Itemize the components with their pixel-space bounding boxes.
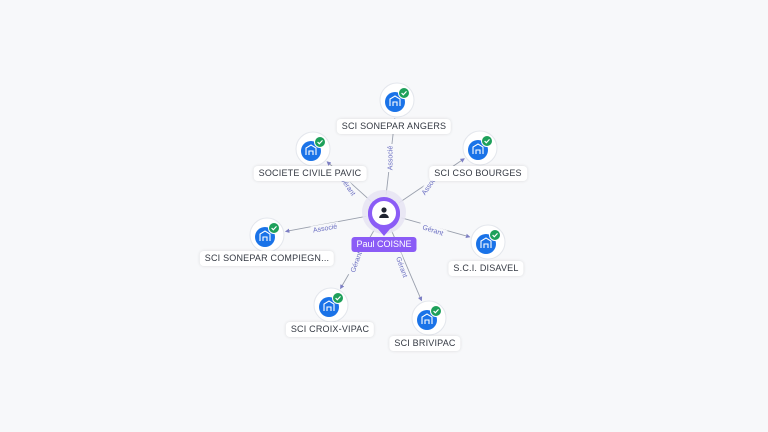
verified-check-icon — [430, 305, 442, 317]
person-icon — [379, 207, 389, 218]
relation-label: Gérant — [421, 224, 444, 237]
company-label[interactable]: SCI SONEPAR ANGERS — [336, 119, 452, 134]
relation-label: Associé — [312, 223, 337, 234]
verified-check-icon — [398, 87, 410, 99]
building-icon — [305, 144, 317, 155]
building-icon — [480, 237, 492, 248]
company-node[interactable] — [249, 217, 285, 253]
company-label[interactable]: SCI BRIVIPAC — [389, 336, 461, 351]
company-node[interactable] — [379, 82, 415, 118]
company-node[interactable] — [462, 130, 498, 166]
verified-check-icon — [332, 292, 344, 304]
verified-check-icon — [489, 229, 501, 241]
company-node[interactable] — [295, 131, 331, 167]
relation-label: Associé — [388, 146, 395, 171]
building-icon — [472, 143, 484, 154]
building-icon — [389, 95, 401, 106]
building-icon — [323, 300, 335, 311]
verified-check-icon — [268, 222, 280, 234]
company-node[interactable] — [411, 300, 447, 336]
building-icon — [259, 230, 271, 241]
center-person-label[interactable]: Paul COISNE — [351, 237, 417, 252]
company-label[interactable]: SCI SONEPAR COMPIEGN... — [199, 251, 335, 266]
verified-check-icon — [481, 135, 493, 147]
company-label[interactable]: SCI CSO BOURGES — [429, 166, 527, 181]
building-icon — [421, 313, 433, 324]
company-label[interactable]: S.C.I. DISAVEL — [448, 261, 524, 276]
center-person-node[interactable] — [362, 190, 406, 236]
company-node[interactable] — [313, 287, 349, 323]
verified-check-icon — [314, 136, 326, 148]
company-label[interactable]: SCI CROIX-VIPAC — [285, 322, 375, 337]
company-node[interactable] — [470, 224, 506, 260]
company-label[interactable]: SOCIETE CIVILE PAVIC — [253, 166, 367, 181]
